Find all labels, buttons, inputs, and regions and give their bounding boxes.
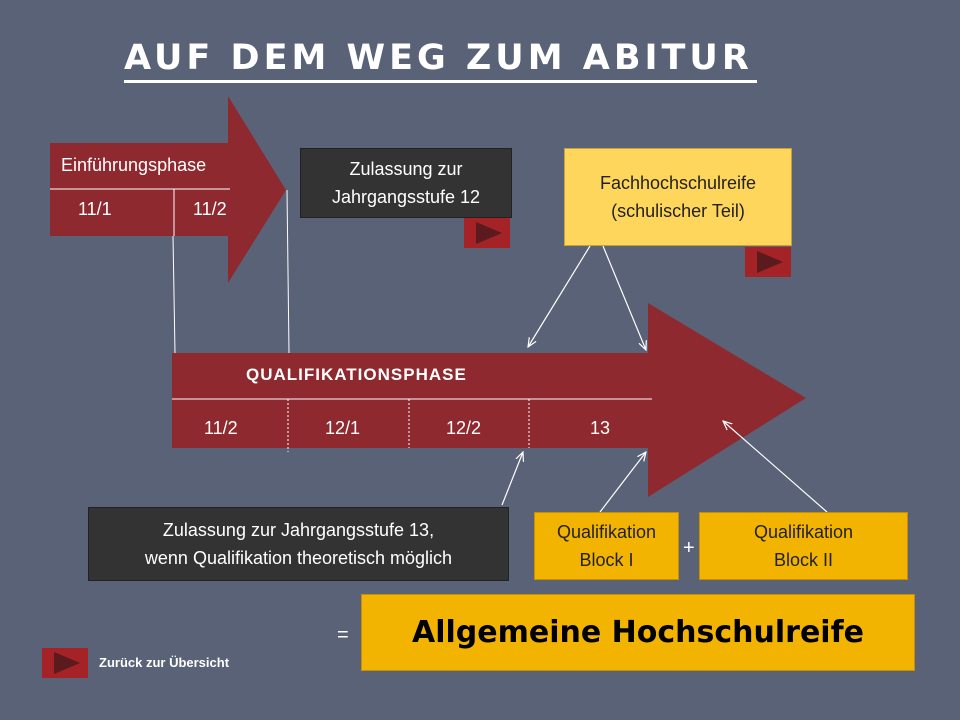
zulassung13-line1: Zulassung zur Jahrgangsstufe 13, xyxy=(162,520,435,540)
arrow-fhr-to-right xyxy=(602,245,646,350)
qualifikation-semester-3: 12/2 xyxy=(446,418,482,438)
qualifikation-label: QUALIFIKATIONSPHASE xyxy=(246,365,467,384)
zulassung12-line1: Zulassung zur xyxy=(349,159,463,179)
arrow-fhr-to-left xyxy=(528,245,591,347)
fachhochschulreife-line1: Fachhochschulreife xyxy=(599,173,757,193)
zulassung13-line2: wenn Qualifikation theoretisch möglich xyxy=(144,548,453,568)
einfuehrung-label: Einführungsphase xyxy=(61,155,207,175)
arrow-block2 xyxy=(723,421,828,513)
connector-line-left xyxy=(172,235,176,354)
zulassung12-box: Zulassung zur Jahrgangsstufe 12 xyxy=(300,148,512,218)
back-link[interactable]: Zurück zur Übersicht xyxy=(99,655,230,670)
block2-line1: Qualifikation xyxy=(753,522,854,542)
qualifikation-semester-4: 13 xyxy=(590,418,611,438)
block1-box: Qualifikation Block I xyxy=(534,512,679,580)
play-icon xyxy=(54,652,80,674)
qualifikation-semester-1: 11/2 xyxy=(204,418,238,438)
zulassung13-box: Zulassung zur Jahrgangsstufe 13, wenn Qu… xyxy=(88,507,509,581)
zulassung12-line2: Jahrgangsstufe 12 xyxy=(331,187,481,207)
play-icon xyxy=(757,251,783,273)
qualifikation-arrow xyxy=(172,303,806,497)
play-icon xyxy=(476,222,502,244)
result-label: Allgemeine Hochschulreife xyxy=(412,614,864,650)
zulassung12-play-button[interactable] xyxy=(464,218,510,248)
einfuehrung-semester-1: 11/1 xyxy=(78,199,112,219)
result-box: Allgemeine Hochschulreife xyxy=(361,594,915,671)
page-title: AUF DEM WEG ZUM ABITUR xyxy=(124,38,753,78)
block1-line2: Block I xyxy=(579,550,634,570)
title-underline xyxy=(124,80,757,83)
block2-line2: Block II xyxy=(773,550,834,570)
equals-sign: = xyxy=(337,624,349,646)
arrow-block1 xyxy=(599,452,646,513)
block1-line1: Qualifikation xyxy=(556,522,657,542)
einfuehrung-semester-2: 11/2 xyxy=(193,199,227,219)
plus-sign: + xyxy=(683,537,695,559)
back-button[interactable] xyxy=(42,648,88,678)
arrow-zulassung13 xyxy=(501,452,523,506)
connector-line-right xyxy=(286,189,290,354)
fachhochschulreife-box: Fachhochschulreife (schulischer Teil) xyxy=(564,148,792,246)
fachhochschulreife-play-button[interactable] xyxy=(745,247,791,277)
fachhochschulreife-line2: (schulischer Teil) xyxy=(611,201,745,221)
block2-box: Qualifikation Block II xyxy=(699,512,908,580)
qualifikation-semester-2: 12/1 xyxy=(325,418,361,438)
